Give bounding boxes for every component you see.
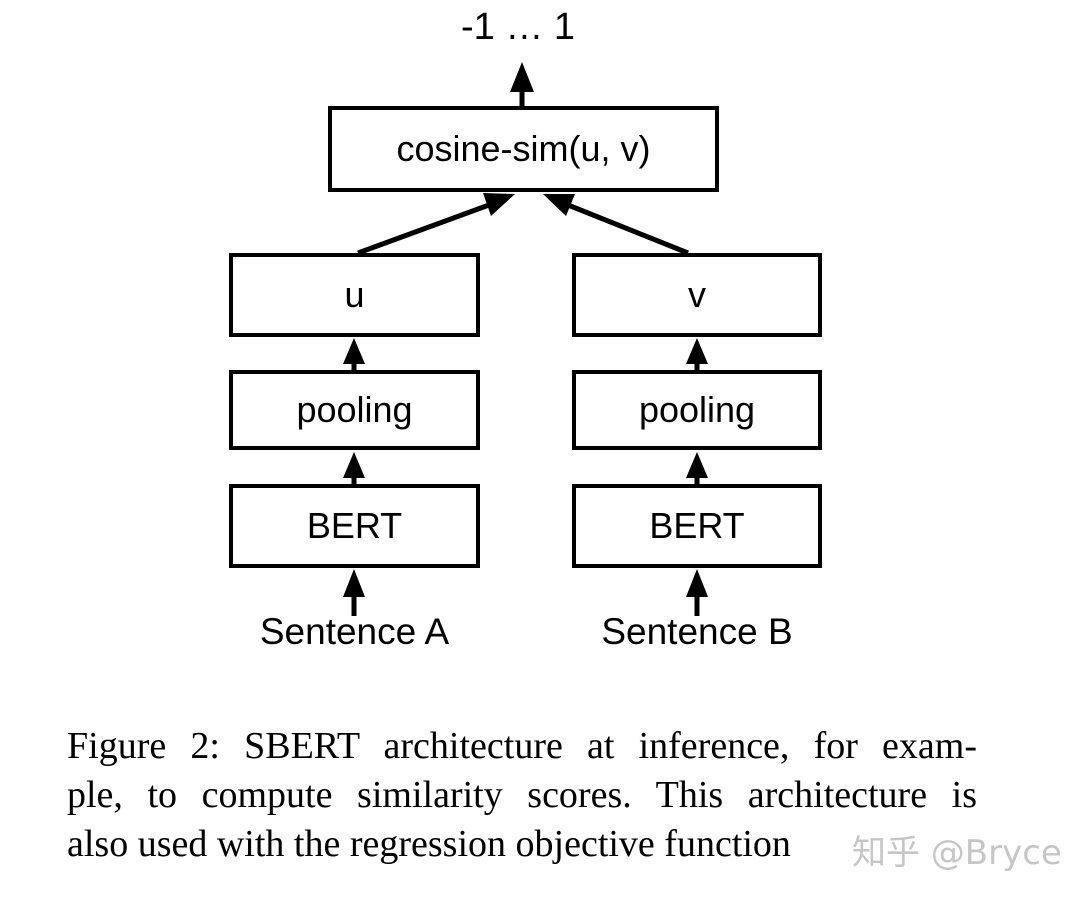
watermark: 知乎 @Bryce bbox=[852, 833, 1062, 873]
sentence-a-label: Sentence A bbox=[259, 611, 450, 652]
bert-box-right: BERT bbox=[572, 484, 822, 568]
arrow-v-to-cosine-icon bbox=[543, 194, 689, 256]
caption-line-1: Figure 2: SBERT architecture at inferenc… bbox=[67, 725, 977, 767]
sentence-b-label: Sentence B bbox=[601, 611, 793, 652]
arrow-sentence-b-to-bert-icon bbox=[686, 569, 708, 616]
bert-box-left: BERT bbox=[229, 484, 480, 568]
u-label: u bbox=[344, 274, 365, 315]
pooling-left-label: pooling bbox=[296, 389, 413, 430]
arrow-bert-to-pooling-left-icon bbox=[343, 452, 365, 484]
arrows-layer bbox=[343, 62, 708, 616]
bert-right-label: BERT bbox=[649, 505, 745, 546]
arrow-cosine-to-output-icon bbox=[510, 62, 534, 107]
cosine-sim-label: cosine-sim(u, v) bbox=[396, 128, 651, 169]
cosine-sim-box: cosine-sim(u, v) bbox=[328, 106, 719, 192]
bert-left-label: BERT bbox=[306, 505, 403, 546]
v-label: v bbox=[688, 274, 706, 315]
arrow-sentence-a-to-bert-icon bbox=[343, 569, 365, 616]
caption-line-3: also used with the regression objective … bbox=[67, 823, 791, 865]
arrow-pooling-to-u-icon bbox=[343, 338, 365, 370]
arrow-bert-to-pooling-right-icon bbox=[686, 452, 708, 484]
v-embedding-box: v bbox=[572, 253, 822, 337]
arrow-u-to-cosine-icon bbox=[357, 193, 515, 256]
pooling-box-right: pooling bbox=[572, 370, 822, 450]
arrow-pooling-to-v-icon bbox=[686, 338, 708, 370]
pooling-box-left: pooling bbox=[229, 370, 480, 450]
caption-line-2: ple, to compute similarity scores. This … bbox=[67, 774, 977, 816]
figure-caption: Figure 2: SBERT architecture at inferenc… bbox=[67, 722, 977, 869]
u-embedding-box: u bbox=[229, 253, 480, 337]
output-range-label: -1 … 1 bbox=[460, 6, 576, 48]
pooling-right-label: pooling bbox=[638, 389, 756, 430]
